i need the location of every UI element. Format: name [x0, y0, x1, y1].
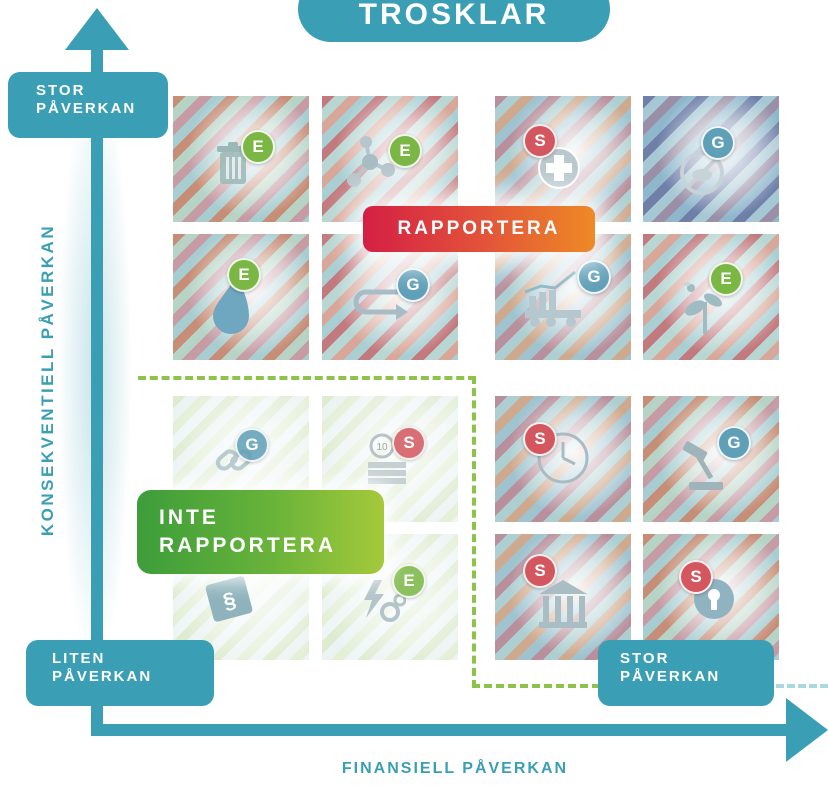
badge-s: S	[679, 560, 713, 594]
tile-plant: E	[643, 234, 779, 360]
report-region-text: RAPPORTERA	[397, 218, 560, 240]
tile-clock: S	[495, 396, 631, 522]
svg-text:10: 10	[376, 442, 388, 453]
tile-cycle: G	[322, 234, 458, 360]
badge-g: G	[577, 260, 611, 294]
badge-e: E	[241, 130, 275, 164]
tile-trash: E	[173, 96, 309, 222]
corner-label-top-line2: PÅVERKAN	[36, 100, 154, 118]
badge-e: E	[709, 262, 743, 296]
badge-g: G	[717, 426, 751, 460]
x-axis-label: FINANSIELL PÅVERKAN	[230, 760, 680, 778]
corner-label-bottom-left: LITEN PÅVERKAN	[26, 640, 214, 706]
badge-s: S	[392, 426, 426, 460]
corner-label-bottom-right: STOR PÅVERKAN	[598, 640, 774, 706]
badge-g: G	[396, 268, 430, 302]
tile-gavel: G	[643, 396, 779, 522]
badge-e: E	[227, 258, 261, 292]
no-report-boundary-bottom	[472, 684, 600, 688]
badge-e: E	[388, 134, 422, 168]
corner-label-br-line1: STOR	[620, 650, 760, 668]
no-report-region-label: INTE RAPPORTERA	[137, 490, 384, 574]
no-report-line2: RAPPORTERA	[159, 532, 384, 560]
y-axis-label: KONSEKVENTIELL PÅVERKAN	[36, 130, 60, 630]
tile-bribery: G	[643, 96, 779, 222]
badge-g: G	[701, 126, 735, 160]
no-report-boundary-top	[138, 376, 476, 380]
badge-s: S	[523, 124, 557, 158]
x-axis-line	[91, 724, 791, 736]
corner-label-top: STOR PÅVERKAN	[8, 72, 168, 138]
corner-label-br-line2: PÅVERKAN	[620, 668, 760, 686]
title-pill: TROSKLAR	[298, 0, 610, 42]
tile-supply: G	[495, 234, 631, 360]
x-axis-arrow-icon	[786, 698, 828, 762]
tile-medical: S	[495, 96, 631, 222]
corner-label-top-line1: STOR	[36, 82, 154, 100]
report-region-label: RAPPORTERA	[363, 206, 595, 252]
badge-s: S	[523, 422, 557, 456]
y-axis-arrow-icon	[65, 8, 129, 50]
corner-label-bl-line1: LITEN	[52, 650, 200, 668]
badge-g: G	[235, 428, 269, 462]
law-book-icon: §	[203, 574, 255, 624]
title: TROSKLAR	[359, 0, 550, 32]
tile-molecule: E	[322, 96, 458, 222]
corner-label-bl-line2: PÅVERKAN	[52, 668, 200, 686]
tile-water: E	[173, 234, 309, 360]
no-report-boundary-right	[472, 376, 476, 688]
badge-s: S	[523, 554, 557, 588]
no-report-line1: INTE	[159, 504, 384, 532]
badge-e: E	[392, 564, 426, 598]
y-axis-line	[91, 38, 103, 734]
boundary-bottom-extension	[776, 684, 828, 688]
